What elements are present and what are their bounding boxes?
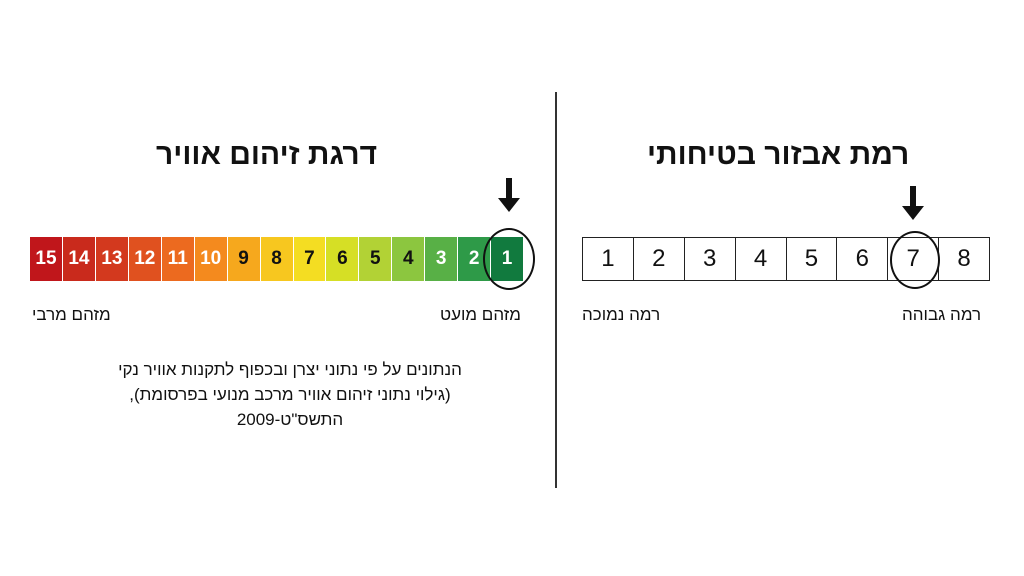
pollution-label-min: מזהם מועט: [440, 305, 521, 324]
safety-level-5: 5: [787, 238, 838, 280]
safety-selected-circle: [890, 231, 940, 289]
pollution-level-4: 4: [392, 237, 425, 281]
pollution-level-7: 7: [293, 237, 326, 281]
safety-level-3: 3: [685, 238, 736, 280]
note-line: הנתונים על פי נתוני יצרן ובכפוף לתקנות א…: [118, 360, 462, 379]
safety-level-6: 6: [837, 238, 889, 280]
safety-level-4: 4: [736, 238, 787, 280]
safety-level-2: 2: [634, 238, 685, 280]
pollution-label-max: מזהם מרבי: [32, 305, 111, 324]
pollution-level-10: 10: [194, 237, 227, 281]
note-line: (גילוי נתוני זיהום אוויר מרכב מנועי בפרס…: [129, 385, 451, 404]
panel-divider: [555, 92, 557, 488]
safety-label-low: רמה נמוכה: [582, 305, 661, 324]
safety-level-8: 8: [957, 245, 971, 272]
pollution-note: הנתונים על פי נתוני יצרן ובכפוף לתקנות א…: [80, 357, 500, 432]
note-line: התשס"ט-2009: [236, 410, 344, 429]
pollution-level-9: 9: [227, 237, 260, 281]
safety-label-high: רמה גבוהה: [902, 305, 982, 324]
pollution-level-15: 15: [30, 237, 62, 281]
pollution-level-14: 14: [62, 237, 95, 281]
pollution-level-3: 3: [425, 237, 458, 281]
pollution-level-13: 13: [95, 237, 128, 281]
pollution-level-11: 11: [161, 237, 194, 281]
safety-level-1: 1: [583, 238, 634, 280]
pollution-level-5: 5: [359, 237, 392, 281]
pollution-level-6: 6: [326, 237, 359, 281]
pollution-selected-circle: [483, 228, 535, 290]
pollution-title: דרגת זיהום אוויר: [156, 138, 378, 171]
pollution-level-12: 12: [128, 237, 161, 281]
safety-title: רמת אבזור בטיחותי: [647, 138, 910, 171]
pollution-level-8: 8: [260, 237, 293, 281]
